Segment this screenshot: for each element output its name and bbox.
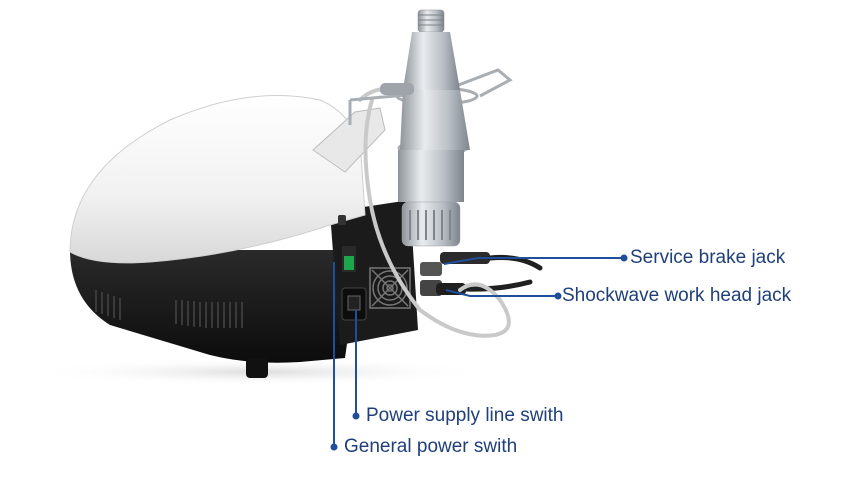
device-base: [70, 250, 360, 363]
brake-plug: [440, 252, 490, 264]
shockwave-handpiece: [380, 9, 470, 247]
side-vent-center: [175, 300, 243, 328]
device-shell: [69, 95, 366, 264]
service-brake-jack-label: Service brake jack: [630, 247, 786, 268]
switch-indicator: [344, 256, 354, 270]
callout-lines: [333, 257, 622, 447]
head-plug: [436, 283, 466, 295]
shockwave-work-head-jack-label: Shockwave work head jack: [562, 285, 792, 306]
callout-dots: [330, 254, 628, 451]
side-vent-left: [95, 290, 121, 320]
power-inlet-pins: [347, 295, 361, 311]
brake-jack: [420, 262, 442, 276]
general-power-switch-label: General power swith: [344, 436, 518, 457]
small-port: [338, 215, 346, 225]
power-supply-line-switch-label: Power supply line swith: [366, 405, 564, 426]
device-foot: [246, 358, 268, 378]
